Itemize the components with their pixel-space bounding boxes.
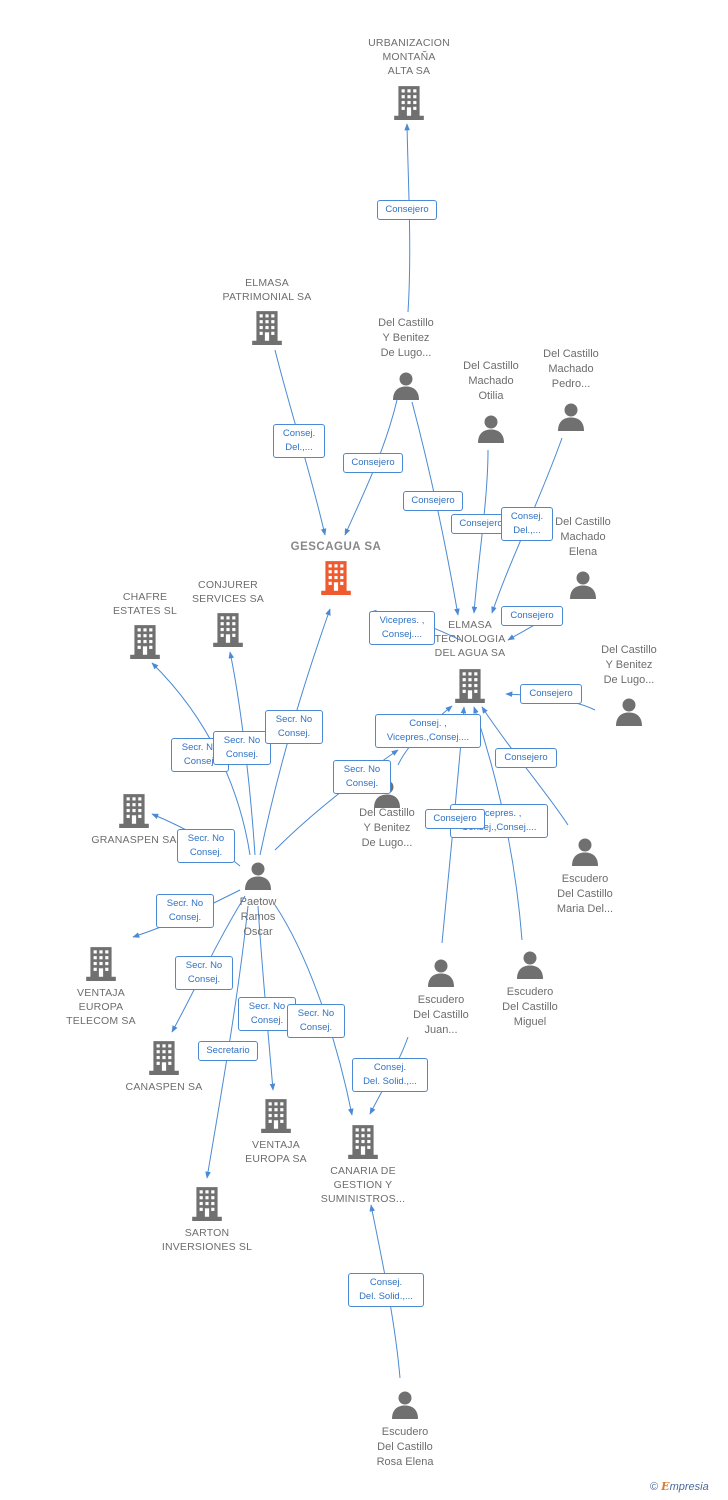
- building-icon-granaspen[interactable]: [119, 794, 149, 828]
- person-icon-escudero_miguel[interactable]: [517, 951, 543, 980]
- building-icon-sarton[interactable]: [192, 1187, 222, 1221]
- node-label-gescagua[interactable]: GESCAGUA SA: [290, 541, 382, 553]
- edge-label-e24[interactable]: Consej.Del. Solid.,...: [352, 1058, 428, 1092]
- edge-line-e22: [274, 904, 354, 1116]
- edge-label-e5[interactable]: Consejero: [451, 514, 511, 534]
- edge-label-e25[interactable]: Consej.Del. Solid.,...: [348, 1273, 424, 1307]
- edge-label-e3[interactable]: Consejero: [343, 453, 403, 473]
- edge-label-e23[interactable]: Secretario: [198, 1041, 258, 1061]
- copyright-symbol: ©: [650, 1481, 659, 1493]
- node-label-canaspen[interactable]: CANASPEN SA: [125, 1081, 203, 1093]
- edge-label-e10[interactable]: Consej. ,Vicepres.,Consej....: [375, 714, 481, 748]
- building-icon-chafre[interactable]: [130, 625, 160, 659]
- person-icon-escudero_rosa[interactable]: [392, 1391, 418, 1420]
- node-label-granaspen[interactable]: GRANASPEN SA: [91, 834, 177, 846]
- edge-label-e4[interactable]: Consejero: [403, 491, 463, 511]
- edge-line-e11: [481, 706, 569, 826]
- empresia-logo-initial: E: [661, 1480, 670, 1493]
- person-icon-paetow[interactable]: [245, 862, 271, 891]
- empresia-logo-text: mpresia: [669, 1481, 709, 1493]
- edge-label-e11[interactable]: Consejero: [495, 748, 557, 768]
- person-icon-escudero_maria[interactable]: [572, 838, 598, 867]
- edge-label-e9[interactable]: Vicepres. ,Consej....: [369, 611, 435, 645]
- building-icon-gescagua[interactable]: [321, 561, 351, 595]
- person-icon-dc_otilia[interactable]: [478, 415, 504, 444]
- edge-label-e1[interactable]: Consejero: [377, 200, 437, 220]
- building-icon-canaspen[interactable]: [149, 1041, 179, 1075]
- edge-label-e6[interactable]: Consej.Del.,...: [501, 507, 553, 541]
- edge-label-e2[interactable]: Consej.Del.,...: [273, 424, 325, 458]
- copyright-footer: © Empresia: [650, 1480, 709, 1493]
- person-icon-dc_elena[interactable]: [570, 571, 596, 600]
- person-icon-escudero_juan[interactable]: [428, 959, 454, 988]
- building-icon-elmasa_patrimonial[interactable]: [252, 311, 282, 345]
- person-icon-dc_benitez2[interactable]: [616, 698, 642, 727]
- building-icon-elmasa_tecnologia[interactable]: [455, 669, 485, 703]
- edge-label-e7[interactable]: Consejero: [501, 606, 563, 626]
- building-icon-ventaja_europa[interactable]: [261, 1099, 291, 1133]
- edge-label-e13[interactable]: Consejero: [425, 809, 485, 829]
- building-icon-canaria[interactable]: [348, 1125, 378, 1159]
- person-icon-dc_pedro[interactable]: [558, 403, 584, 432]
- building-icon-urbanizacion[interactable]: [394, 86, 424, 120]
- building-icon-conjurer[interactable]: [213, 613, 243, 647]
- edge-label-e8[interactable]: Consejero: [520, 684, 582, 704]
- building-icon-ventaja_telecom[interactable]: [86, 947, 116, 981]
